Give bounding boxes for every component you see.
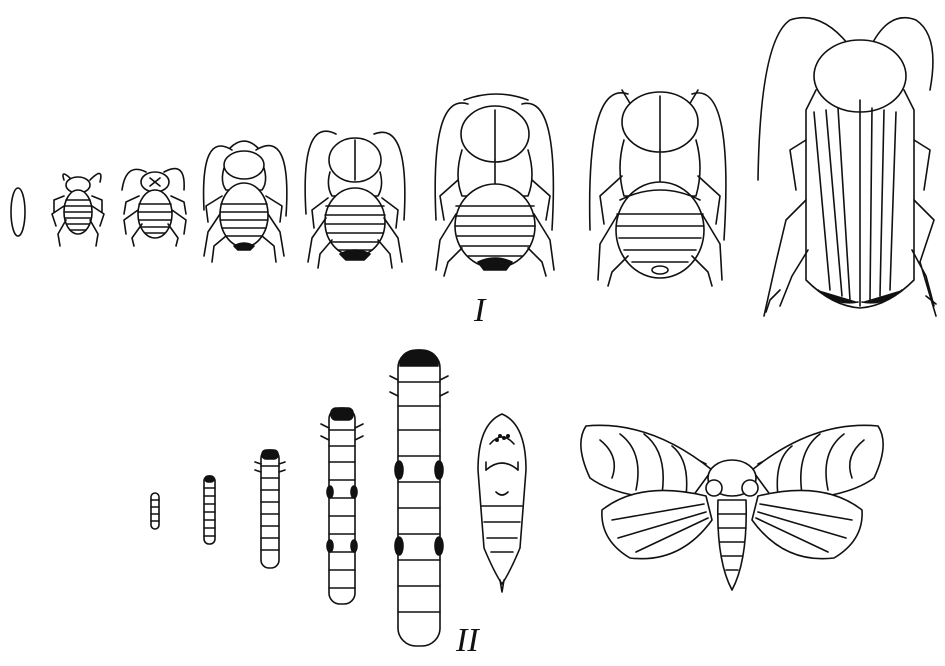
row-label-i: I xyxy=(474,294,485,328)
larva-stage-4 xyxy=(321,408,363,604)
adult-cockroach xyxy=(758,18,936,316)
nymph-stage-1 xyxy=(52,173,104,246)
row-label-ii: II xyxy=(456,624,479,658)
nymph-stage-6 xyxy=(590,90,726,286)
adult-moth xyxy=(581,425,883,590)
nymph-stage-4 xyxy=(305,131,405,268)
larva-stage-2 xyxy=(204,476,215,544)
pupa-stage xyxy=(478,414,526,592)
egg-stage xyxy=(11,188,25,236)
nymph-stage-3 xyxy=(204,141,287,262)
larva-stage-5 xyxy=(390,350,448,646)
larva-stage-1 xyxy=(151,493,159,529)
nymph-stage-5 xyxy=(435,94,554,276)
larva-stage-3 xyxy=(255,450,285,568)
nymph-stage-2 xyxy=(122,169,186,246)
